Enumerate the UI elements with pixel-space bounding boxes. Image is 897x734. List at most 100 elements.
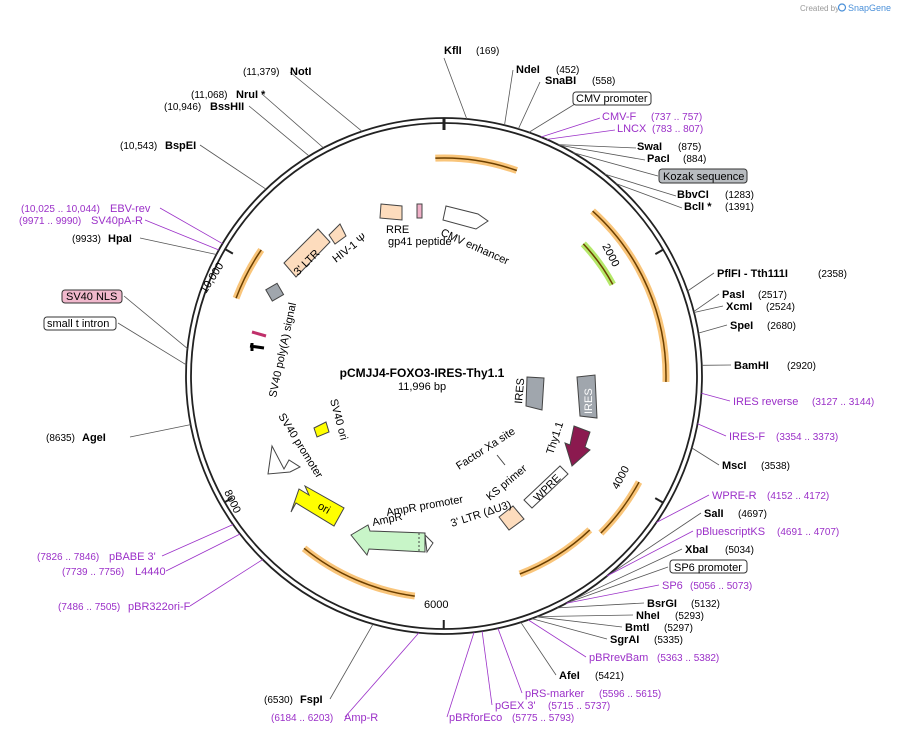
orf-arc-5[interactable] — [301, 545, 416, 600]
site-sv40par[interactable]: (9971 .. 9990)SV40pA-R — [19, 215, 143, 227]
cmv-enhancer-arrow[interactable] — [442, 205, 489, 230]
site-kfli[interactable]: KflI(169) — [444, 45, 499, 57]
site-pbabe3[interactable]: (7826 .. 7846)pBABE 3' — [37, 551, 156, 563]
site-agei[interactable]: (8635)AgeI — [46, 432, 106, 444]
leader-line-nhei — [537, 614, 634, 618]
site-pbr322ori[interactable]: (7486 .. 7505)pBR322ori-F — [58, 601, 191, 613]
site-wprer[interactable]: WPRE-R(4152 .. 4172) — [712, 490, 829, 502]
site-pbrrevbam-name: pBRrevBam — [589, 652, 648, 664]
credit-text: Created by — [800, 4, 839, 13]
site-bmti[interactable]: BmtI(5297) — [625, 622, 693, 634]
site-xcmi[interactable]: XcmI(2524) — [726, 301, 795, 313]
site-ebvrev[interactable]: (10,025 .. 10,044)EBV-rev — [21, 203, 151, 215]
ampr-arrow[interactable] — [350, 524, 426, 557]
sv40-ori-box[interactable] — [313, 421, 330, 438]
orf-arc-4[interactable] — [518, 527, 593, 578]
site-msci-name: MscI — [722, 460, 746, 472]
site-paci[interactable]: PacI(884) — [647, 153, 706, 165]
site-pbluescriptks[interactable]: pBluescriptKS(4691 .. 4707) — [696, 526, 839, 538]
ltr3-box[interactable] — [283, 228, 331, 278]
plasmid-size: 11,996 bp — [398, 381, 446, 393]
site-sp6[interactable]: SP6(5056 .. 5073) — [662, 580, 752, 592]
site-ampr-primer[interactable]: (6184 .. 6203)Amp-R — [271, 712, 378, 724]
site-l4440[interactable]: (7739 .. 7756)L4440 — [62, 566, 166, 578]
foxo3-arc-core — [592, 210, 667, 382]
site-bmti-pos: (5297) — [664, 623, 693, 634]
site-snabi[interactable]: SnaBI(558) — [545, 75, 615, 87]
site-cmvprom[interactable]: CMV promoter — [572, 91, 652, 106]
site-afei[interactable]: AfeI(5421) — [559, 670, 624, 682]
site-nrui[interactable]: (11,068)NruI * — [191, 89, 266, 101]
site-kozak[interactable]: Kozak sequence — [658, 168, 748, 184]
sv40-polya-label: SV40 poly(A) signal — [267, 302, 299, 399]
site-sp6-name: SP6 — [662, 580, 683, 592]
site-nhei[interactable]: NheI(5293) — [636, 610, 704, 622]
site-iresf[interactable]: IRES-F(3354 .. 3373) — [729, 431, 838, 443]
site-bsrgi[interactable]: BsrGI(5132) — [647, 598, 720, 610]
leader-line-sgrai — [531, 618, 608, 640]
leader-line-iresrev — [701, 392, 731, 402]
ltr3-du3-box[interactable] — [498, 505, 525, 531]
orf-arc-6[interactable] — [232, 247, 265, 300]
site-bbvci[interactable]: BbvCI(1283) — [677, 189, 754, 201]
site-pgex3[interactable]: pGEX 3'(5715 .. 5737) — [495, 700, 610, 712]
leader-line-nrui — [261, 93, 324, 149]
site-cmvf[interactable]: CMV-F(737 .. 757) — [602, 111, 702, 123]
wpre-box[interactable] — [523, 465, 569, 509]
site-pasi[interactable]: PasI(2517) — [722, 289, 787, 301]
site-ndei[interactable]: NdeI(452) — [516, 64, 579, 76]
sv40-nls-mark[interactable] — [251, 330, 267, 338]
site-sgrai[interactable]: SgrAI(5335) — [610, 634, 683, 646]
sv40-polya-box[interactable] — [265, 282, 285, 302]
small-t-intron-box — [43, 316, 117, 331]
site-fspi[interactable]: (6530)FspI — [264, 694, 323, 706]
site-kfli-pos: (169) — [476, 46, 499, 57]
site-sticon[interactable]: small t intron — [43, 316, 117, 331]
sv40-promoter-arrow[interactable] — [267, 444, 302, 475]
rre-box[interactable] — [379, 203, 403, 221]
site-bsshii-name: BssHII — [210, 101, 244, 113]
ampr-promoter-arrow[interactable] — [424, 533, 434, 554]
site-bsshii[interactable]: (10,946)BssHII — [164, 101, 244, 113]
site-prsmarker[interactable]: pRS-marker(5596 .. 5615) — [525, 688, 661, 700]
ires-box-2[interactable] — [576, 374, 598, 419]
site-lncx[interactable]: LNCX(783 .. 807) — [617, 123, 703, 135]
site-sv40nls[interactable]: SV40 NLS — [61, 289, 123, 304]
site-bcli[interactable]: BclI *(1391) — [684, 201, 754, 213]
site-swai[interactable]: SwaI(875) — [637, 141, 701, 153]
site-hpai[interactable]: (9933)HpaI — [72, 233, 132, 245]
site-sp6prom[interactable]: SP6 promoter — [669, 559, 748, 574]
site-msci[interactable]: MscI(3538) — [722, 460, 790, 472]
gp41-box[interactable] — [416, 203, 423, 219]
snapgene-logo-icon — [837, 3, 847, 12]
site-xbai[interactable]: XbaI(5034) — [685, 544, 754, 556]
leader-line-pbluescriptks — [606, 530, 694, 577]
site-pbrrevbam[interactable]: pBRrevBam(5363 .. 5382) — [589, 652, 719, 664]
site-pbrforeco[interactable]: pBRforEco(5775 .. 5793) — [449, 712, 574, 724]
site-paci-pos: (884) — [683, 154, 706, 165]
hiv1-psi-box[interactable] — [328, 223, 347, 245]
site-noti[interactable]: (11,379)NotI — [243, 66, 311, 78]
leader-line-ebvrev — [159, 207, 223, 245]
thy11-arrow[interactable] — [564, 425, 591, 467]
site-pflfi[interactable]: PflFI - Tth111I(2358) — [717, 268, 847, 280]
site-xbai-name: XbaI — [685, 544, 708, 556]
ori-arrow[interactable] — [290, 484, 345, 527]
sp6-promoter-box — [669, 559, 748, 574]
site-l4440-name: L4440 — [135, 566, 166, 578]
leader-line-pflfi — [687, 272, 715, 292]
site-sali[interactable]: SalI(4697) — [704, 508, 767, 520]
site-iresrev[interactable]: IRES reverse(3127 .. 3144) — [733, 396, 874, 408]
leader-line-pbabe3 — [161, 524, 234, 557]
site-cmvprom-name: CMV promoter — [576, 93, 648, 105]
small-t-intron-mark[interactable] — [249, 343, 265, 351]
site-labels: KflI(169) NdeI(452) SnaBI(558) CMV promo… — [19, 45, 874, 724]
sv40-nls-box — [61, 289, 123, 304]
site-bamhi[interactable]: BamHI(2920) — [734, 360, 816, 372]
thy11-label: Thy1.1 — [544, 420, 566, 456]
site-spei[interactable]: SpeI(2680) — [730, 320, 796, 332]
ires-box-1[interactable] — [525, 376, 545, 411]
site-bspei[interactable]: (10,543)BspEI — [120, 140, 196, 152]
site-pbrforeco-pos: (5775 .. 5793) — [512, 713, 574, 724]
